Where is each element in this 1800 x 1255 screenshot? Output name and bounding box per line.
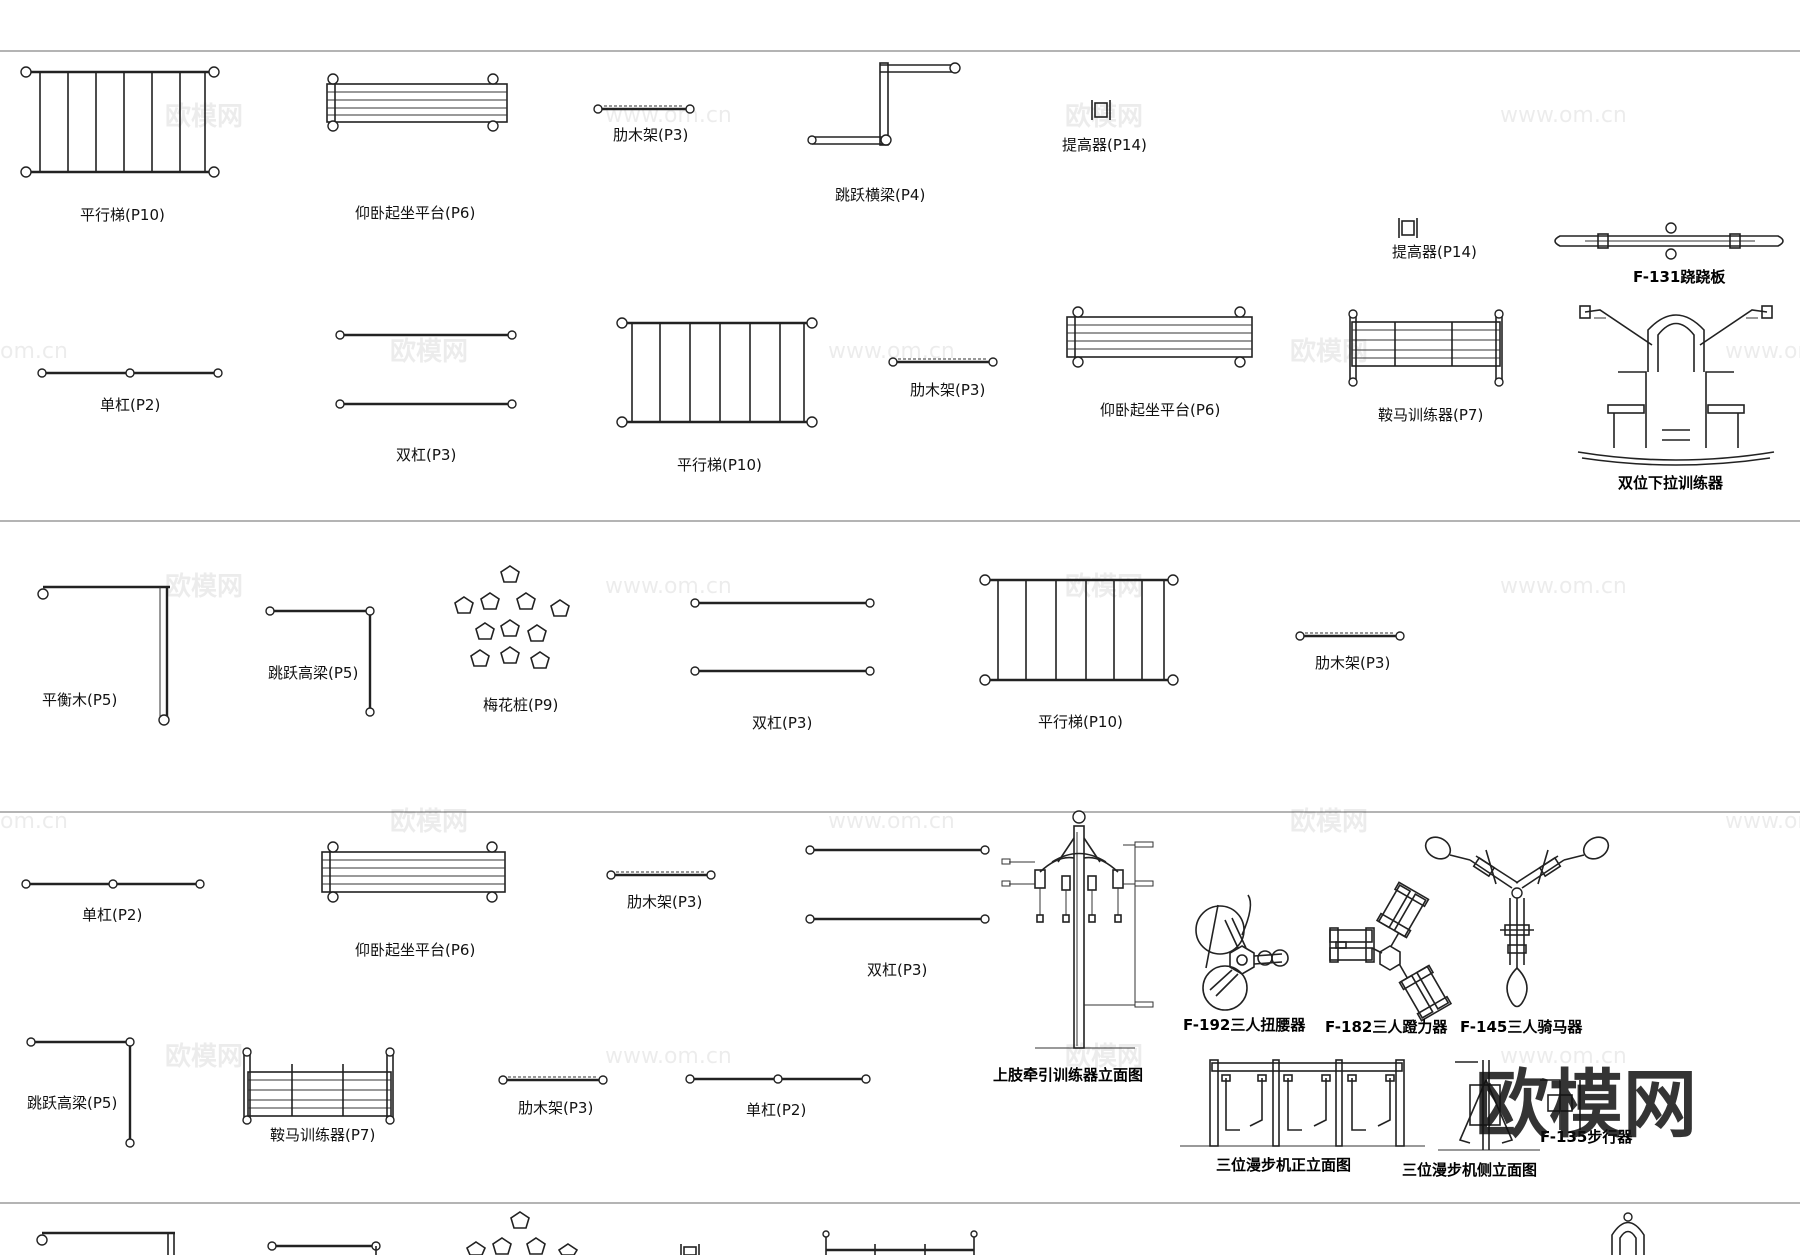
label-jump-high-beam: 跳跃高梁(P5)	[27, 1094, 117, 1112]
watermark-brand: 欧模网	[390, 806, 468, 837]
watermark-url: www.om.cn	[1725, 809, 1800, 834]
watermark-brand: 欧模网	[390, 336, 468, 367]
watermark-url: www.om.cn	[605, 1044, 732, 1069]
seesaw-f131	[1554, 222, 1784, 260]
label-rib-frame: 肋木架(P3)	[627, 893, 702, 911]
label-triple-walker-side: 三位漫步机侧立面图	[1402, 1161, 1537, 1179]
label-situp-platform: 仰卧起坐平台(P6)	[355, 204, 475, 222]
parallel-bars-1	[335, 330, 517, 409]
watermark-url: www.om.cn	[605, 103, 732, 128]
label-single-bar: 单杠(P2)	[100, 396, 160, 414]
jump-high-beam-2	[26, 1037, 135, 1148]
label-pommel-horse-trainer: 鞍马训练器(P7)	[270, 1126, 375, 1144]
label-situp-platform: 仰卧起坐平台(P6)	[355, 941, 475, 959]
label-leg-press: F-182三人蹬力器	[1325, 1018, 1448, 1036]
watermark-brand: 欧模网	[1065, 1041, 1143, 1072]
label-rib-frame: 肋木架(P3)	[910, 381, 985, 399]
parallel-ladder-1	[20, 66, 220, 178]
brand-logo: 欧模网	[1475, 1062, 1697, 1148]
label-jump-beam: 跳跃横梁(P4)	[835, 186, 925, 204]
band-lines	[0, 50, 1800, 1204]
label-height-trainer: 提高器(P14)	[1062, 136, 1147, 154]
situp-platform-2	[1066, 306, 1253, 368]
triple-walker-side-elevation	[1438, 1060, 1540, 1151]
parallel-ladder-2	[616, 317, 818, 428]
parallel-bars-2	[690, 598, 875, 676]
height-trainer-1	[1091, 100, 1111, 120]
watermark-url: www.om.cn	[605, 574, 732, 599]
label-dual-pulldown: 双位下拉训练器	[1618, 474, 1724, 492]
rib-frame-1	[593, 104, 695, 114]
balance-beam	[37, 585, 170, 726]
jump-high-beam-1	[265, 606, 375, 717]
label-upper-limb-traction: 上肢牵引训练器立面图	[993, 1066, 1143, 1084]
label-parallel-ladder: 平行梯(P10)	[1038, 713, 1123, 731]
watermark-url: om.cn	[0, 339, 68, 364]
rib-frame-2	[888, 357, 998, 367]
watermark-url: www.om.cn	[1500, 103, 1627, 128]
situp-platform-1	[326, 73, 508, 132]
watermark-url: om.cn	[0, 809, 68, 834]
label-situp-platform: 仰卧起坐平台(P6)	[1100, 401, 1220, 419]
label-triple-walker-front: 三位漫步机正立面图	[1216, 1156, 1351, 1174]
three-person-waist-twister-f192	[1195, 894, 1289, 1011]
single-bar-3	[685, 1074, 871, 1084]
watermark-brand: 欧模网	[165, 571, 243, 602]
label-jump-high-beam: 跳跃高梁(P5)	[268, 664, 358, 682]
rib-frame-4	[606, 870, 716, 880]
watermark-brand: 欧模网	[1290, 336, 1368, 367]
parallel-ladder-3	[979, 574, 1179, 686]
label-rib-frame: 肋木架(P3)	[1315, 654, 1390, 672]
label-balance-beam: 平衡木(P5)	[42, 691, 117, 709]
label-parallel-ladder: 平行梯(P10)	[80, 206, 165, 224]
watermark-url: www.om.cn	[1725, 339, 1800, 364]
label-single-bar: 单杠(P2)	[746, 1101, 806, 1119]
rib-frame-5	[498, 1075, 608, 1085]
height-trainer-2	[1398, 218, 1418, 238]
watermark-url: www.om.cn	[828, 809, 955, 834]
watermark-brand: 欧模网	[1065, 571, 1143, 602]
pommel-horse-trainer-1	[1348, 309, 1504, 387]
single-bar-2	[21, 879, 205, 889]
label-rib-frame: 肋木架(P3)	[613, 126, 688, 144]
dual-pulldown-trainer	[1577, 305, 1775, 466]
rib-frame-3	[1295, 631, 1405, 641]
watermark-brand: 欧模网	[165, 101, 243, 132]
label-single-bar: 单杠(P2)	[82, 906, 142, 924]
three-person-leg-press-f182	[1329, 881, 1453, 1022]
watermark-brand: 欧模网	[1290, 806, 1368, 837]
label-pommel-horse-trainer: 鞍马训练器(P7)	[1378, 406, 1483, 424]
label-horse-rider: F-145三人骑马器	[1460, 1018, 1583, 1036]
single-bar-1	[37, 368, 223, 378]
label-parallel-bars: 双杠(P3)	[396, 446, 456, 464]
label-walker: F-135步行器	[1540, 1128, 1633, 1146]
jump-beam	[807, 62, 961, 146]
parallel-bars-3	[805, 845, 990, 924]
pommel-horse-trainer-2	[242, 1047, 395, 1125]
situp-platform-3	[321, 841, 506, 903]
watermark-brand: 欧模网	[165, 1041, 243, 1072]
label-waist-twister: F-192三人扭腰器	[1183, 1016, 1306, 1034]
triple-walker-front-elevation	[1180, 1059, 1425, 1147]
walker-f135	[1540, 1079, 1581, 1130]
label-seesaw: F-131跷跷板	[1633, 268, 1726, 286]
label-parallel-bars: 双杠(P3)	[752, 714, 812, 732]
plum-stakes	[454, 565, 570, 669]
watermarks: 欧模网 欧模网 www.om.cn www.om.cn 欧模网 欧模网 om.c…	[0, 101, 1800, 1072]
upper-limb-traction-elevation	[1001, 810, 1154, 1049]
label-parallel-bars: 双杠(P3)	[867, 961, 927, 979]
label-plum-stakes: 梅花桩(P9)	[483, 696, 558, 714]
watermark-url: www.om.cn	[1500, 574, 1627, 599]
label-rib-frame: 肋木架(P3)	[518, 1099, 593, 1117]
partial-row-bottom	[36, 1211, 1645, 1255]
three-person-horse-rider-f145	[1424, 836, 1610, 1008]
label-height-trainer: 提高器(P14)	[1392, 243, 1477, 261]
label-parallel-ladder: 平行梯(P10)	[677, 456, 762, 474]
watermark-url: www.om.cn	[1500, 1044, 1627, 1069]
